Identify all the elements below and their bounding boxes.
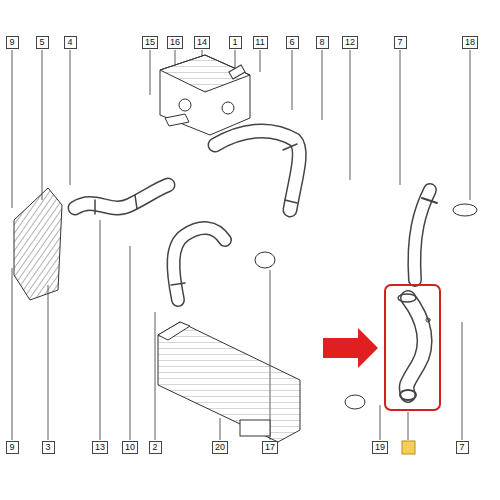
- callout-number: 9: [9, 443, 14, 452]
- callout-number: 16: [170, 38, 180, 47]
- o-ring: [453, 204, 477, 216]
- callout-number: 14: [197, 38, 207, 47]
- callout-box: 20: [212, 441, 228, 454]
- callout-number: 8: [319, 38, 324, 47]
- pipe: [414, 190, 437, 280]
- callout-box: 13: [92, 441, 108, 454]
- callout-box: 2: [149, 441, 162, 454]
- o-ring: [345, 395, 365, 409]
- highlighted-callout: [402, 441, 415, 454]
- callout-number: 6: [289, 38, 294, 47]
- callout-box: 12: [342, 36, 358, 49]
- pipe: [171, 228, 225, 300]
- callout-number: 4: [67, 38, 72, 47]
- callout-box: 16: [167, 36, 183, 49]
- callout-number: 12: [345, 38, 355, 47]
- callout-box: 5: [36, 36, 49, 49]
- callout-number: 5: [39, 38, 44, 47]
- engine-block: [160, 55, 250, 135]
- callout-box: 17: [262, 441, 278, 454]
- callout-box: 18: [462, 36, 478, 49]
- air-duct: [14, 188, 62, 300]
- callout-box: 8: [316, 36, 329, 49]
- callout-number: 7: [459, 443, 464, 452]
- callout-box: 3: [42, 441, 55, 454]
- callout-number: 18: [465, 38, 475, 47]
- callout-number: 3: [45, 443, 50, 452]
- callout-box: 19: [372, 441, 388, 454]
- callout-box: 4: [64, 36, 77, 49]
- callout-box: 10: [122, 441, 138, 454]
- callout-box: 7: [456, 441, 469, 454]
- callout-box: 9: [6, 36, 19, 49]
- callout-number: 1: [232, 38, 237, 47]
- callout-number: 11: [255, 38, 264, 47]
- callout-box: 1: [229, 36, 242, 49]
- callout-box: 6: [286, 36, 299, 49]
- callout-number: 20: [215, 443, 225, 452]
- highlighted-pipe: [398, 294, 430, 400]
- callout-number: 7: [397, 38, 402, 47]
- callout-box: 11: [253, 36, 268, 49]
- callout-number: 9: [9, 38, 14, 47]
- callout-number: 2: [152, 443, 157, 452]
- pipe: [215, 131, 299, 210]
- intercooler: [158, 322, 300, 442]
- callout-box: 15: [142, 36, 158, 49]
- callout-number: 10: [125, 443, 135, 452]
- callout-box: 7: [394, 36, 407, 49]
- callout-box: 9: [6, 441, 19, 454]
- callout-number: 15: [145, 38, 155, 47]
- callout-box: 14: [194, 36, 210, 49]
- hose: [75, 185, 168, 214]
- o-ring: [255, 252, 275, 268]
- callout-number: 19: [375, 443, 385, 452]
- callout-number: 13: [95, 443, 105, 452]
- callout-number: 17: [265, 443, 275, 452]
- red-arrow: [323, 328, 378, 368]
- highlight-frame: [385, 285, 440, 410]
